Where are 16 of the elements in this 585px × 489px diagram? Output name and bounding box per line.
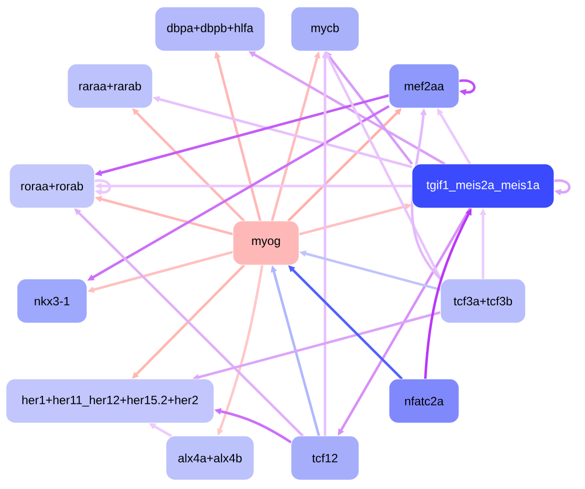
gene-box: nkx3-1 <box>16 278 88 324</box>
gene-box: myog <box>232 220 300 266</box>
gene-box: tcf3a+tcf3b <box>440 278 526 324</box>
arrow <box>458 79 476 96</box>
arrow <box>554 179 571 196</box>
gene-box: alx4a+alx4b <box>166 436 254 480</box>
gene-box: dbpa+dbpb+hlfa <box>154 6 266 52</box>
gene-box: raraa+rarab <box>67 64 153 108</box>
arrow <box>94 179 111 196</box>
gene-box: her1+her11_her12+her15.2+her2 <box>6 378 214 424</box>
gene-box: tcf12 <box>290 436 360 480</box>
gene-box: nfatc2a <box>388 378 460 424</box>
gene-box: mycb <box>290 6 360 52</box>
gene-box: mef2aa <box>388 64 460 108</box>
gene-box: tgif1_meis2a_meis1a <box>412 164 554 208</box>
gene-box: roraa+rorab <box>9 164 95 208</box>
